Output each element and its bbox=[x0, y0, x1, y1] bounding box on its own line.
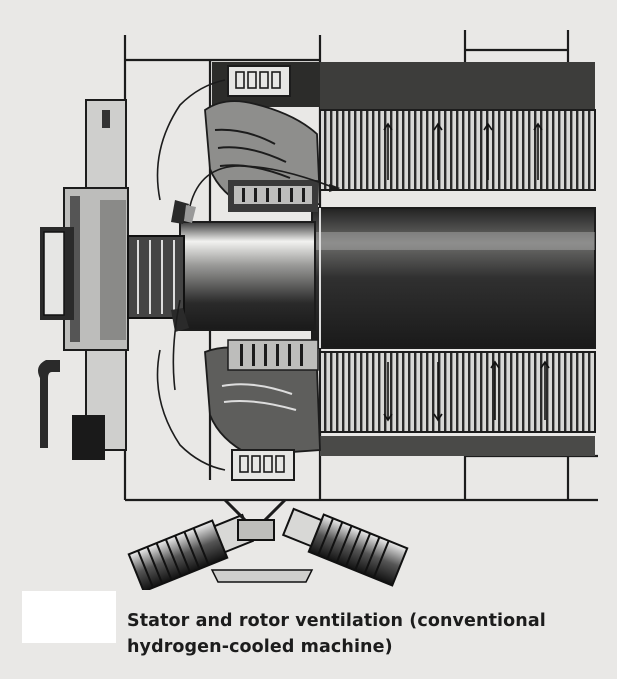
shaft-coupling bbox=[127, 235, 185, 319]
lower-end-winding bbox=[204, 339, 321, 456]
generator-cutaway-illustration bbox=[38, 30, 598, 590]
blank-white-box bbox=[22, 591, 116, 643]
bushing-junction bbox=[210, 498, 314, 583]
stator-core-upper bbox=[319, 109, 596, 191]
upper-casing-shade bbox=[320, 62, 595, 110]
upper-terminal-block bbox=[227, 65, 291, 97]
lower-terminal-block bbox=[231, 449, 295, 481]
figure-caption: Stator and rotor ventilation (convention… bbox=[127, 608, 607, 660]
ventilation-flow-lines bbox=[156, 79, 341, 471]
caption-line-1: Stator and rotor ventilation (convention… bbox=[127, 611, 546, 631]
stator-core-lower bbox=[319, 351, 596, 433]
lower-casing-shade bbox=[320, 436, 595, 456]
hv-bushing-right bbox=[281, 507, 409, 587]
stator-lower-arrows bbox=[383, 360, 550, 422]
fan-blades bbox=[171, 200, 196, 332]
rotor-shaft bbox=[179, 221, 316, 331]
caption-line-2: hydrogen-cooled machine) bbox=[127, 637, 393, 657]
stator-upper-arrows bbox=[383, 122, 543, 180]
coupling-ridges bbox=[137, 240, 175, 314]
upper-end-winding bbox=[204, 100, 321, 212]
rotor-body bbox=[311, 207, 596, 349]
end-bracket bbox=[38, 99, 129, 460]
